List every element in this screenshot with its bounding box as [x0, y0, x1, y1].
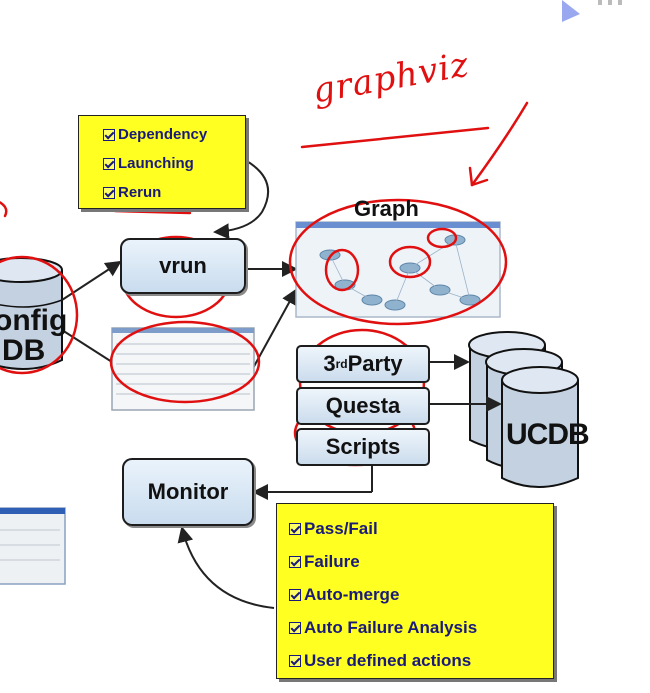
note-item: Failure — [289, 545, 553, 578]
note-item: Pass/Fail — [289, 512, 553, 545]
checkbox-icon — [289, 621, 301, 634]
note-item: Launching — [103, 149, 245, 178]
graph-thumbnail — [295, 221, 501, 318]
config-db-label: onfig DB — [0, 304, 68, 367]
features-note-top: Dependency Launching Rerun — [78, 115, 246, 209]
note-item: User defined actions — [289, 644, 553, 677]
corner-logo-icon — [562, 0, 580, 22]
results-thumbnail — [111, 327, 255, 411]
checkbox-icon — [103, 128, 115, 141]
note-item: Auto-merge — [289, 578, 553, 611]
checkbox-icon — [289, 555, 301, 568]
graph-title: Graph — [354, 196, 419, 221]
scripts-box: Scripts — [296, 428, 430, 466]
note-item: Auto Failure Analysis — [289, 611, 553, 644]
ucdb-label: UCDB — [506, 418, 590, 451]
questa-box: Questa — [296, 387, 430, 425]
note-item: Rerun — [103, 178, 245, 207]
checkbox-icon — [289, 588, 301, 601]
checkbox-icon — [103, 186, 115, 199]
vrun-box: vrun — [120, 238, 246, 294]
ucdb-cylinders — [468, 331, 579, 488]
monitor-thumbnail — [0, 507, 66, 585]
monitor-box: Monitor — [122, 458, 254, 526]
checkbox-icon — [289, 654, 301, 667]
note-item: Dependency — [103, 120, 245, 149]
checkbox-icon — [103, 157, 115, 170]
features-note-bottom: Pass/Fail Failure Auto-merge Auto Failur… — [276, 503, 554, 679]
checkbox-icon — [289, 522, 301, 535]
